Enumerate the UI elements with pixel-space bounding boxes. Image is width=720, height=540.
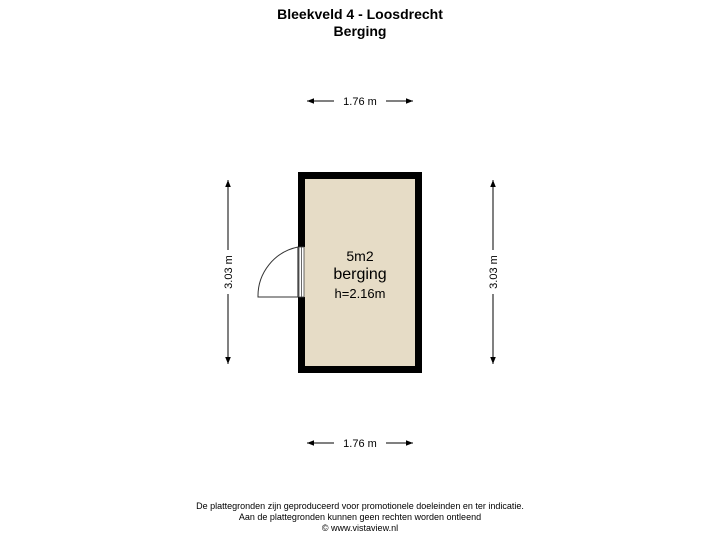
wall-left-upper — [298, 172, 305, 247]
page-header: Bleekveld 4 - Loosdrecht Berging — [0, 6, 720, 40]
dimension-left-label: 3.03 m — [223, 255, 235, 289]
room-name: berging — [333, 266, 386, 283]
dimension-top: 1.76 m — [307, 96, 413, 108]
door — [257, 246, 305, 298]
room-height: h=2.16m — [335, 286, 386, 301]
dimension-left: 3.03 m — [223, 180, 235, 364]
room-floor — [304, 178, 416, 367]
dimension-right: 3.03 m — [488, 180, 500, 364]
page-title: Bleekveld 4 - Loosdrecht — [277, 6, 443, 22]
disclaimer-line-1: De plattegronden zijn geproduceerd voor … — [196, 501, 524, 511]
wall-bottom — [298, 366, 422, 373]
door-swing-arc — [257, 246, 299, 298]
wall-top — [298, 172, 422, 179]
disclaimer-footer: De plattegronden zijn geproduceerd voor … — [0, 501, 720, 534]
dimension-right-label: 3.03 m — [488, 255, 500, 289]
page-subtitle: Berging — [333, 23, 387, 39]
disclaimer-line-2: Aan de plattegronden kunnen geen rechten… — [238, 512, 482, 522]
dimension-top-label: 1.76 m — [343, 96, 377, 108]
walls — [298, 172, 422, 373]
copyright-line: © www.vistaview.nl — [321, 523, 399, 533]
wall-right — [415, 172, 422, 373]
dimension-bottom: 1.76 m — [307, 438, 413, 450]
room-area: 5m2 — [346, 248, 373, 264]
wall-left-lower — [298, 297, 305, 373]
dimension-bottom-label: 1.76 m — [343, 438, 377, 450]
